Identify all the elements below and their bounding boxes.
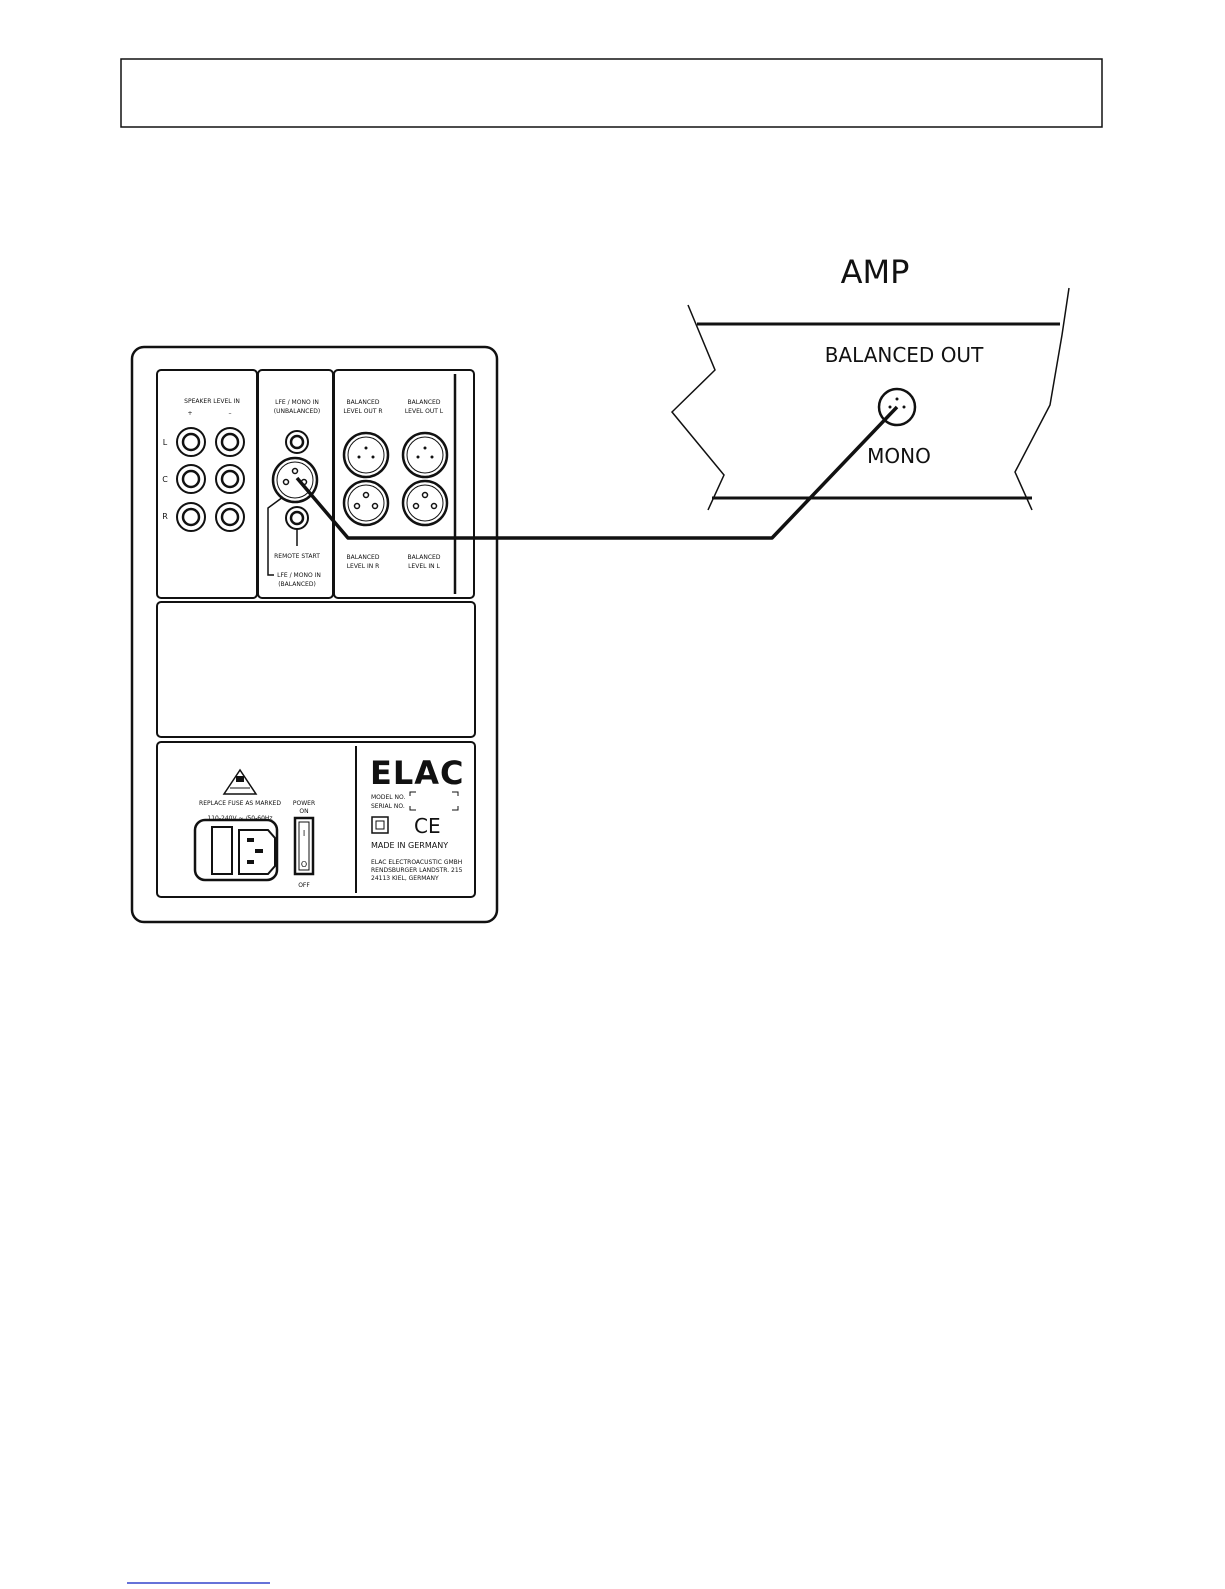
- amp-channel-label: MONO: [867, 444, 931, 468]
- amp-left-break: [670, 304, 725, 511]
- remote-start-label: REMOTE START: [274, 553, 320, 560]
- switch-o-label: O: [301, 860, 307, 869]
- serial-no-label: SERIAL NO.: [371, 803, 405, 810]
- lfe-section: LFE / MONO IN (UNBALANCED) REMOTE START …: [257, 369, 334, 599]
- in-r-line1: BALANCED: [347, 554, 380, 561]
- power-off-label: OFF: [298, 882, 310, 889]
- power-rocker-switch[interactable]: [293, 816, 315, 876]
- out-l-line1: BALANCED: [408, 399, 441, 406]
- amp-right-break: [1014, 287, 1070, 511]
- minus-label: –: [229, 410, 232, 417]
- out-r-line2: LEVEL OUT R: [343, 408, 382, 415]
- speaker-level-section: SPEAKER LEVEL IN + – L C R: [156, 369, 258, 599]
- ce-mark: CE: [414, 814, 441, 838]
- model-serial-field: [409, 791, 459, 811]
- rca-jack-c-plus[interactable]: [176, 464, 206, 494]
- xlr-in-l[interactable]: [401, 479, 449, 527]
- amp-title: AMP: [841, 253, 910, 291]
- connection-cable: [295, 405, 899, 540]
- double-insulation-icon: [371, 816, 389, 834]
- subwoofer-outline: [130, 345, 499, 924]
- speaker-level-title: SPEAKER LEVEL IN: [184, 398, 240, 405]
- rca-jack-l-plus[interactable]: [176, 427, 206, 457]
- xlr-out-l[interactable]: [401, 431, 449, 479]
- address-line2: RENDSBURGER LANDSTR. 215: [371, 867, 463, 874]
- model-no-label: MODEL NO.: [371, 794, 406, 801]
- rca-jack-r-minus[interactable]: [215, 502, 245, 532]
- fuse-warning-text: REPLACE FUSE AS MARKED: [199, 800, 281, 807]
- rca-jack-c-minus[interactable]: [215, 464, 245, 494]
- row-label-l: L: [163, 438, 168, 447]
- iec-power-inlet[interactable]: [193, 818, 279, 882]
- balanced-section: BALANCED LEVEL OUT R BALANCED LEVEL OUT …: [333, 369, 475, 599]
- made-in-label: MADE IN GERMANY: [371, 841, 448, 850]
- amp-unit: AMP BALANCED OUT MONO: [670, 253, 1070, 511]
- address-line3: 24113 KIEL, GERMANY: [371, 875, 439, 882]
- out-r-line1: BALANCED: [347, 399, 380, 406]
- rca-jack-l-minus[interactable]: [215, 427, 245, 457]
- address-line1: ELAC ELECTROACUSTIC GMBH: [371, 859, 462, 866]
- rca-jack-r-plus[interactable]: [176, 502, 206, 532]
- lfe-unbalanced-line2: (UNBALANCED): [274, 408, 320, 415]
- xlr-out-r[interactable]: [342, 431, 390, 479]
- voltage-label: 110-240V ~ /50-60Hz: [207, 815, 272, 822]
- switch-i-label: I: [303, 829, 305, 838]
- lfe-unbalanced-line1: LFE / MONO IN: [275, 399, 319, 406]
- lfe-balanced-line2: (BALANCED): [278, 581, 316, 588]
- power-label-section: REPLACE FUSE AS MARKED 110-240V ~ /50-60…: [156, 741, 476, 898]
- warning-triangle-icon: [222, 768, 258, 795]
- in-r-line2: LEVEL IN R: [347, 563, 380, 570]
- brand-logo: ELAC: [370, 754, 465, 792]
- lfe-balanced-leader: [267, 496, 284, 576]
- plus-label: +: [187, 410, 192, 417]
- header-box: [120, 58, 1103, 128]
- lfe-balanced-line1: LFE / MONO IN: [277, 572, 321, 579]
- in-l-line2: LEVEL IN L: [408, 563, 440, 570]
- rca-jack-lfe-unbalanced[interactable]: [285, 430, 309, 454]
- row-label-r: R: [162, 512, 168, 521]
- subwoofer-panel: SPEAKER LEVEL IN + – L C R LFE / MONO IN…: [130, 345, 499, 924]
- blank-middle-panel: [156, 601, 476, 738]
- row-label-c: C: [162, 475, 168, 484]
- xlr-in-r[interactable]: [342, 479, 390, 527]
- out-l-line2: LEVEL OUT L: [405, 408, 444, 415]
- power-on-line2: ON: [299, 808, 308, 815]
- amp-output-label: BALANCED OUT: [825, 343, 984, 367]
- in-l-line1: BALANCED: [408, 554, 441, 561]
- power-on-line1: POWER: [293, 800, 315, 807]
